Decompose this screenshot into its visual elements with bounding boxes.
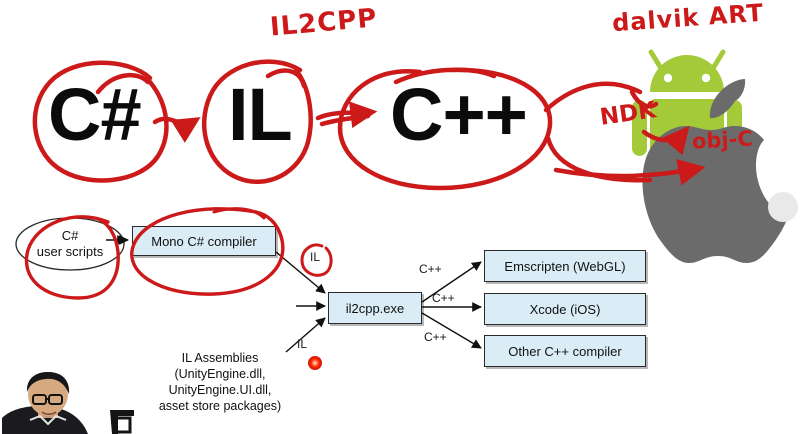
laser-pointer-dot [308,356,322,370]
ink-circle-mono-inner [212,207,266,220]
ink-hook-android [629,89,659,109]
ink-circle-csharp [32,60,169,183]
ink-circle-il [201,59,313,184]
box-emscripten[interactable]: Emscripten (WebGL) [484,250,646,282]
ink-arrow-il-to-cpp [315,101,378,129]
ink-link-cpp-to-android [543,81,643,113]
il-assemblies-line3: UnityEngine.UI.dll, [168,383,272,397]
ink-arrow-csharp-to-il [152,116,201,143]
ink-circle-cpp-inner [393,67,497,85]
edge-label-il-top: IL [310,250,321,264]
ink-circle-il-small [300,243,333,277]
box-other-compiler[interactable]: Other C++ compiler [484,335,646,367]
edge-label-cpp-3: C++ [424,330,447,344]
ink-arrow-il-to-cpp-tail [319,113,371,127]
il-assemblies-line1: IL Assemblies [181,351,259,365]
ink-circle-il-inner [265,68,307,89]
edge-label-cpp-2: C++ [432,291,455,305]
user-scripts-label: C# user scripts [18,228,122,260]
il-assemblies-line2: (UnityEngine.dll, [174,367,266,381]
ink-circle-mono-compiler [130,207,285,296]
box-xcode[interactable]: Xcode (iOS) [484,293,646,325]
il-assemblies-caption: IL Assemblies (UnityEngine.dll, UnityEng… [128,350,312,414]
il-assemblies-line4: asset store packages) [158,399,282,413]
ink-arrow-ndk [641,125,690,156]
ink-circle-cpp [337,67,553,191]
term-cpp: C++ [390,73,528,156]
presenter-webcam-image [0,370,152,434]
term-il: IL [228,73,293,156]
player-watermark-icon [768,192,798,222]
term-csharp: C# [48,73,142,156]
presenter-webcam[interactable] [0,370,152,434]
edge-label-cpp-1: C++ [419,262,442,276]
ink-circle-csharp-inner [95,73,151,95]
ink-arrow-to-apple [553,158,706,186]
edge-label-il-bottom: IL [297,337,308,351]
box-mono-compiler[interactable]: Mono C# compiler [132,226,276,256]
user-scripts-line1: C# [61,228,79,243]
ink-circle-user-scripts [24,215,120,300]
handwriting-objc: obj-C [691,126,754,154]
user-scripts-line2: user scripts [36,244,104,259]
box-il2cpp-exe[interactable]: il2cpp.exe [328,292,422,324]
